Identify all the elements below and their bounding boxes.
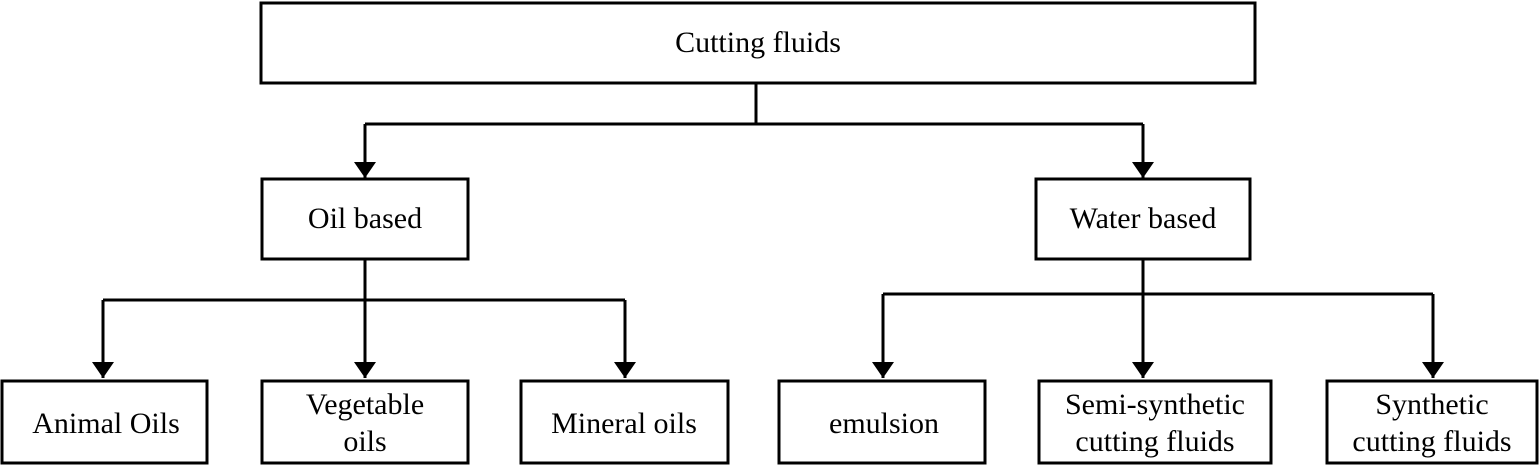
leaf-label-synthetic-line1: Synthetic [1375, 388, 1488, 421]
leaf-node-vegetable-oils: Vegetable oils [260, 379, 470, 465]
leaf-label-vegetable-oils-line2: oils [343, 425, 386, 458]
leaf-node-emulsion: emulsion [777, 379, 987, 465]
category-node-oil-based: Oil based [260, 177, 470, 261]
leaf-label-synthetic-line2: cutting fluids [1352, 425, 1511, 458]
leaf-node-synthetic-cutting-fluids: Synthetic cutting fluids [1325, 379, 1539, 465]
leaf-label-semi-synthetic-line1: Semi-synthetic [1065, 388, 1245, 421]
root-connectors [354, 83, 1154, 178]
oil-based-connectors [92, 259, 636, 378]
leaf-node-animal-oils: Animal Oils [0, 379, 209, 465]
water-based-connectors [872, 259, 1444, 378]
leaf-label-vegetable-oils-line1: Vegetable [306, 388, 424, 421]
leaf-label-semi-synthetic-line2: cutting fluids [1075, 425, 1234, 458]
leaf-label-mineral-oils: Mineral oils [551, 407, 697, 440]
leaf-label-animal-oils: Animal Oils [32, 407, 180, 440]
category-label-oil-based: Oil based [308, 202, 422, 235]
leaf-label-emulsion: emulsion [829, 407, 939, 440]
category-label-water-based: Water based [1070, 202, 1217, 235]
root-label: Cutting fluids [675, 26, 841, 59]
root-node: Cutting fluids [259, 1, 1257, 85]
leaf-node-mineral-oils: Mineral oils [519, 379, 730, 465]
leaf-node-semi-synthetic-cutting-fluids: Semi-synthetic cutting fluids [1037, 379, 1273, 465]
category-node-water-based: Water based [1034, 177, 1252, 261]
